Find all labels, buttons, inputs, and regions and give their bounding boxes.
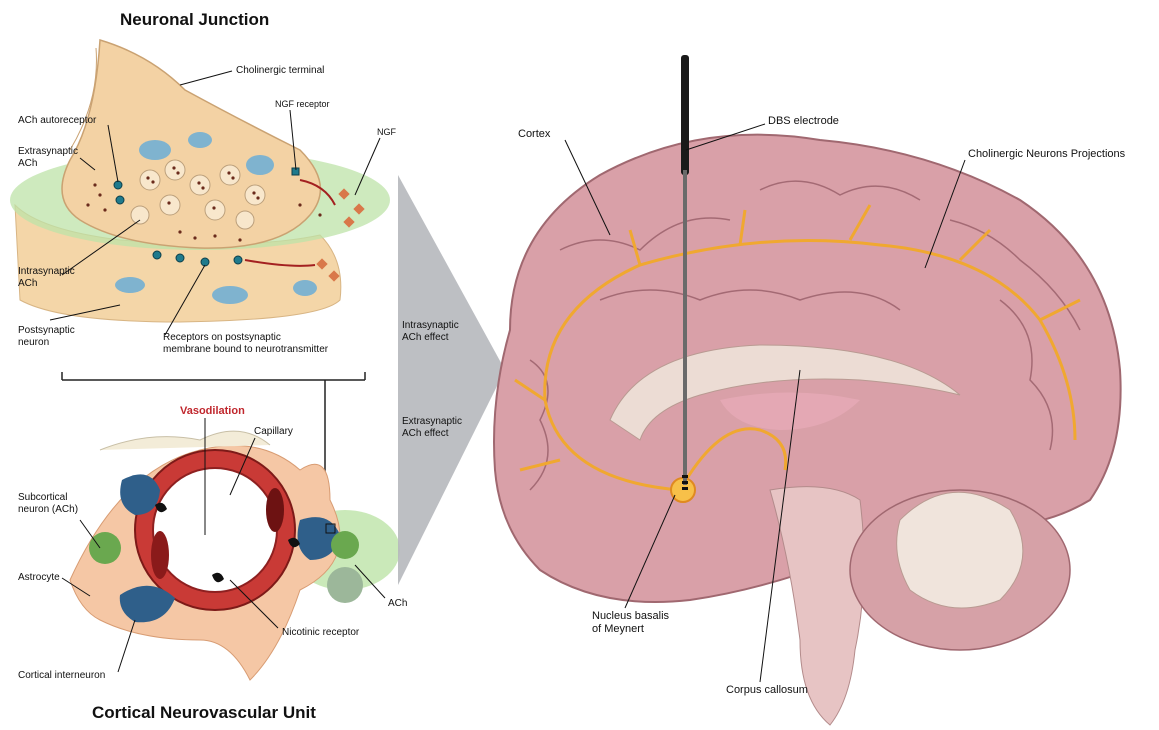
- label-line: Receptors on postsynaptic: [163, 332, 328, 344]
- label-subcortical-neuron: Subcortical neuron (ACh): [18, 492, 78, 516]
- label-line: Extrasynaptic: [18, 146, 78, 158]
- label-ngf: NGF: [377, 126, 396, 138]
- label-cortex: Cortex: [518, 128, 550, 141]
- label-line: ACh: [18, 278, 75, 290]
- red-blood-cell: [151, 531, 169, 579]
- dbs-electrode: [681, 55, 689, 175]
- mitochondrion: [293, 280, 317, 296]
- label-corpus-callosum: Corpus callosum: [726, 684, 808, 697]
- label-ach: ACh: [388, 598, 407, 610]
- label-postsynaptic-neuron: Postsynaptic neuron: [18, 325, 75, 349]
- mitochondrion: [188, 132, 212, 148]
- mitochondrion: [115, 277, 145, 293]
- label-line: membrane bound to neurotransmitter: [163, 344, 328, 356]
- label-vasodilation: Vasodilation: [180, 405, 245, 417]
- label-line: Subcortical: [18, 492, 78, 504]
- label-line: neuron: [18, 337, 75, 349]
- label-cholinergic-terminal: Cholinergic terminal: [236, 65, 324, 77]
- arbor-vitae: [897, 492, 1023, 608]
- label-nucleus-basalis: Nucleus basalis of Meynert: [592, 610, 669, 636]
- label-cortical-interneuron: Cortical interneuron: [18, 670, 105, 682]
- label-line: of Meynert: [592, 623, 669, 636]
- label-astrocyte: Astrocyte: [18, 572, 60, 584]
- green-neuron: [89, 532, 121, 564]
- label-nicotinic-receptor: Nicotinic receptor: [282, 627, 359, 639]
- red-blood-cell: [266, 488, 284, 532]
- mitochondrion: [246, 155, 274, 175]
- label-intrasynaptic-ach: Intrasynaptic ACh: [18, 266, 75, 290]
- label-line: Intrasynaptic: [18, 266, 75, 278]
- label-ach-autoreceptor: ACh autoreceptor: [18, 115, 96, 127]
- label-line: Extrasynaptic: [402, 416, 462, 428]
- label-extrasynaptic-effect: Extrasynaptic ACh effect: [402, 416, 462, 440]
- label-capillary: Capillary: [254, 426, 293, 438]
- label-line: ACh: [18, 158, 78, 170]
- label-line: Intrasynaptic: [402, 320, 459, 332]
- mitochondrion: [139, 140, 171, 160]
- neurovascular-diagram: [62, 418, 400, 680]
- label-cholinergic-projections: Cholinergic Neurons Projections: [968, 148, 1125, 161]
- label-extrasynaptic-ach: Extrasynaptic ACh: [18, 146, 78, 170]
- label-line: Nucleus basalis: [592, 610, 669, 623]
- zoom-wedge: [398, 175, 505, 585]
- green-neuron: [331, 531, 359, 559]
- mitochondrion: [212, 286, 248, 304]
- label-line: neuron (ACh): [18, 504, 78, 516]
- label-intrasynaptic-effect: Intrasynaptic ACh effect: [402, 320, 459, 344]
- label-receptors-postsynaptic: Receptors on postsynaptic membrane bound…: [163, 332, 328, 356]
- label-ngf-receptor: NGF receptor: [275, 98, 330, 110]
- label-line: Postsynaptic: [18, 325, 75, 337]
- label-dbs-electrode: DBS electrode: [768, 115, 839, 128]
- grey-cell: [327, 567, 363, 603]
- label-line: ACh effect: [402, 428, 462, 440]
- label-line: ACh effect: [402, 332, 459, 344]
